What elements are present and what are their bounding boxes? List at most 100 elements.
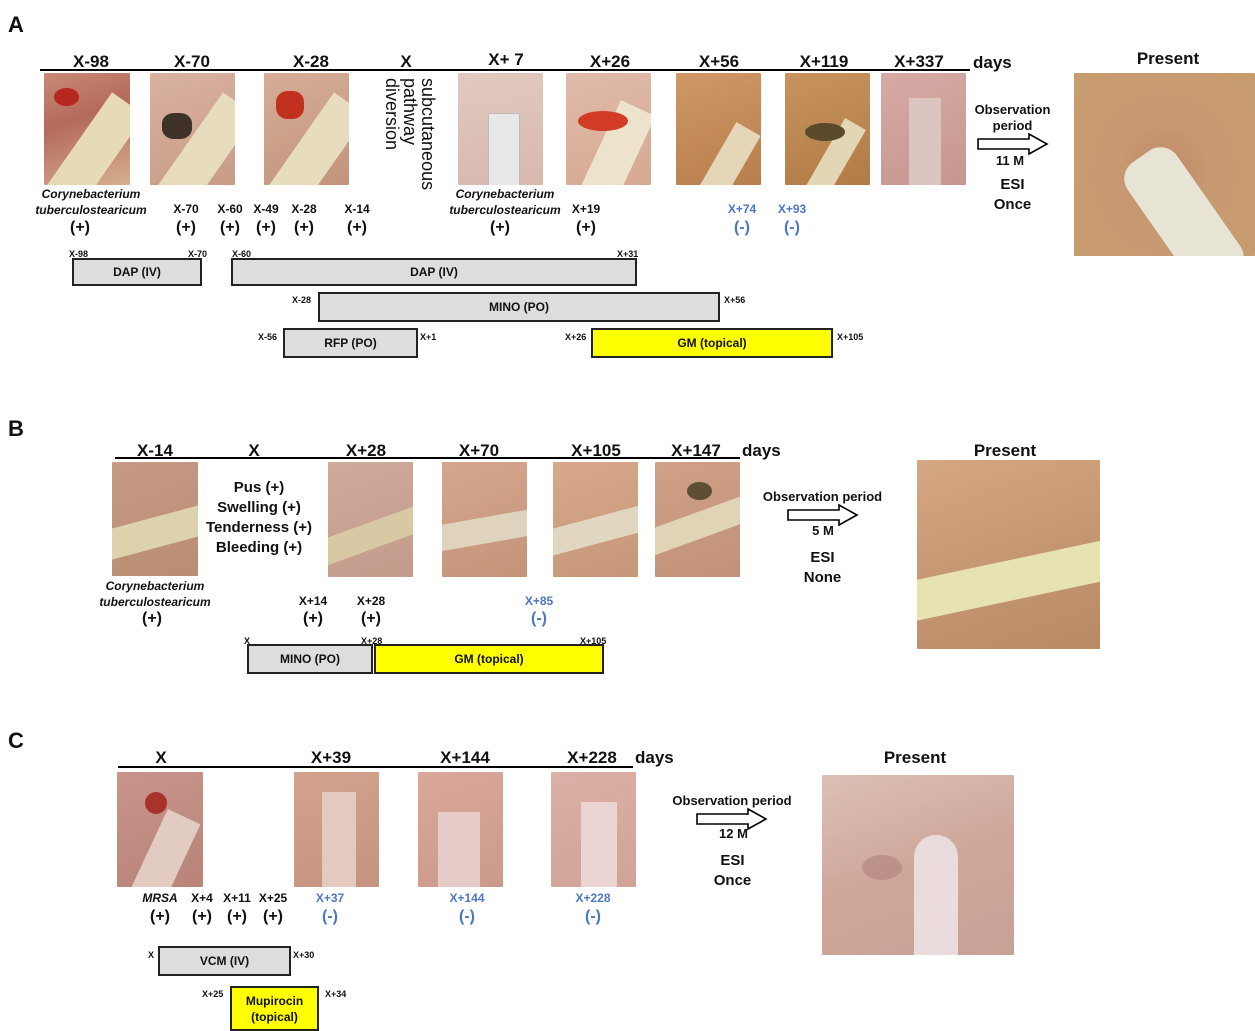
- bar-a-4-end: X+1: [420, 332, 436, 342]
- culture-a-1-label: X-70: [173, 202, 198, 216]
- bar-a-2: DAP (IV): [231, 258, 637, 286]
- present-photo-c: [822, 775, 1014, 955]
- observation-title-a-line1: Observation: [965, 102, 1060, 118]
- timepoint-c-2: X+39: [311, 748, 351, 768]
- culture-a-8-label: X+93: [778, 202, 806, 216]
- timeline-b: [115, 457, 740, 459]
- culture-a-3-label: X-49: [253, 202, 278, 216]
- present-photo-a: [1074, 73, 1255, 256]
- culture-b-3-result: (-): [531, 610, 547, 628]
- culture-c-4-label: X+37: [316, 891, 344, 905]
- present-label-c: Present: [884, 748, 946, 768]
- organism-b-result: (+): [142, 610, 162, 628]
- wound-photo-c-2: [294, 772, 379, 887]
- wound-photo-b-2: [328, 462, 413, 577]
- bar-b-2: GM (topical): [374, 644, 604, 674]
- bar-b-1: MINO (PO): [247, 644, 373, 674]
- culture-a-5-result: (+): [347, 219, 367, 237]
- organism-b-line1: Corynebacterium: [99, 578, 210, 594]
- bar-a-4-start: X-56: [258, 332, 277, 342]
- present-label-a: Present: [1137, 49, 1199, 69]
- culture-a-6-label: X+19: [572, 202, 600, 216]
- bar-c-2-line2: (topical): [251, 1009, 298, 1025]
- panel-b-letter: B: [8, 416, 24, 442]
- culture-c-1-result: (+): [192, 908, 212, 926]
- symptom-3: Tenderness (+): [198, 518, 320, 538]
- wound-photo-a-5: [566, 73, 651, 185]
- culture-b-1-result: (+): [303, 610, 323, 628]
- bar-a-5: GM (topical): [591, 328, 833, 358]
- culture-a-7-label: X+74: [728, 202, 756, 216]
- organism-a-1-result: (+): [70, 219, 90, 237]
- organism-a-2-line1: Corynebacterium: [449, 186, 560, 202]
- wound-photo-b-3: [442, 462, 527, 577]
- culture-a-4-label: X-28: [291, 202, 316, 216]
- culture-c-5-result: (-): [459, 908, 475, 926]
- wound-photo-a-3: [264, 73, 349, 185]
- bar-a-5-start: X+26: [565, 332, 586, 342]
- culture-a-6-result: (+): [576, 219, 596, 237]
- bar-a-3-end: X+56: [724, 295, 745, 305]
- organism-a-2: Corynebacterium tuberculostearicum: [449, 186, 560, 218]
- vertical-line-3: diversion: [382, 78, 401, 150]
- observation-title-a-line2: period: [965, 118, 1060, 134]
- culture-c-6-label: X+228: [575, 891, 610, 905]
- bar-a-4: RFP (PO): [283, 328, 418, 358]
- organism-a-2-line2: tuberculostearicum: [449, 202, 560, 218]
- esi-value-c: Once: [705, 872, 760, 889]
- culture-c-2-result: (+): [227, 908, 247, 926]
- esi-label-b: ESI: [795, 549, 850, 566]
- organism-a-1-line1: Corynebacterium: [35, 186, 146, 202]
- observation-arrow-a: [977, 133, 1049, 155]
- days-label-c: days: [635, 748, 674, 768]
- days-label-a: days: [973, 53, 1012, 73]
- wound-photo-c-1: [117, 772, 203, 887]
- wound-photo-a-8: [881, 73, 966, 185]
- timepoint-c-3: X+144: [440, 748, 490, 768]
- present-label-b: Present: [974, 441, 1036, 461]
- observation-duration-c: 12 M: [706, 826, 761, 841]
- wound-photo-b-1: [112, 462, 198, 576]
- bar-c-2-end: X+34: [325, 989, 346, 999]
- wound-photo-b-5: [655, 462, 740, 577]
- timepoint-a-5: X+ 7: [488, 50, 523, 70]
- organism-a-1: Corynebacterium tuberculostearicum: [35, 186, 146, 218]
- culture-a-2-result: (+): [220, 219, 240, 237]
- bar-c-2: Mupirocin (topical): [230, 986, 319, 1031]
- bar-c-1-start: X: [148, 950, 154, 960]
- culture-a-5-label: X-14: [344, 202, 369, 216]
- wound-photo-a-4: [458, 73, 543, 185]
- vertical-line-2: pathway: [400, 78, 419, 145]
- culture-a-4-result: (+): [294, 219, 314, 237]
- symptom-1: Pus (+): [198, 478, 320, 498]
- esi-label-c: ESI: [705, 852, 760, 869]
- culture-a-3-result: (+): [256, 219, 276, 237]
- symptom-list: Pus (+) Swelling (+) Tenderness (+) Blee…: [198, 478, 320, 558]
- organism-b-line2: tuberculostearicum: [99, 594, 210, 610]
- organism-c-result: (+): [150, 908, 170, 926]
- bar-a-3: MINO (PO): [318, 292, 720, 322]
- panel-a-letter: A: [8, 12, 24, 38]
- culture-c-5-label: X+144: [449, 891, 484, 905]
- wound-photo-b-4: [553, 462, 638, 577]
- culture-c-3-result: (+): [263, 908, 283, 926]
- panel-c-letter: C: [8, 728, 24, 754]
- symptom-4: Bleeding (+): [198, 538, 320, 558]
- organism-a-2-result: (+): [490, 219, 510, 237]
- wound-photo-c-3: [418, 772, 503, 887]
- organism-a-1-line2: tuberculostearicum: [35, 202, 146, 218]
- culture-b-2-label: X+28: [357, 594, 385, 608]
- bar-c-1: VCM (IV): [158, 946, 291, 976]
- bar-a-1: DAP (IV): [72, 258, 202, 286]
- wound-photo-a-7: [785, 73, 870, 185]
- culture-a-8-result: (-): [784, 219, 800, 237]
- timeline-c: [118, 766, 633, 768]
- wound-photo-a-2: [150, 73, 235, 185]
- culture-b-2-result: (+): [361, 610, 381, 628]
- culture-c-1-label: X+4: [191, 891, 213, 905]
- esi-value-b: None: [795, 569, 850, 586]
- culture-a-2-label: X-60: [217, 202, 242, 216]
- bar-c-2-line1: Mupirocin: [246, 993, 303, 1009]
- symptom-2: Swelling (+): [198, 498, 320, 518]
- culture-a-7-result: (-): [734, 219, 750, 237]
